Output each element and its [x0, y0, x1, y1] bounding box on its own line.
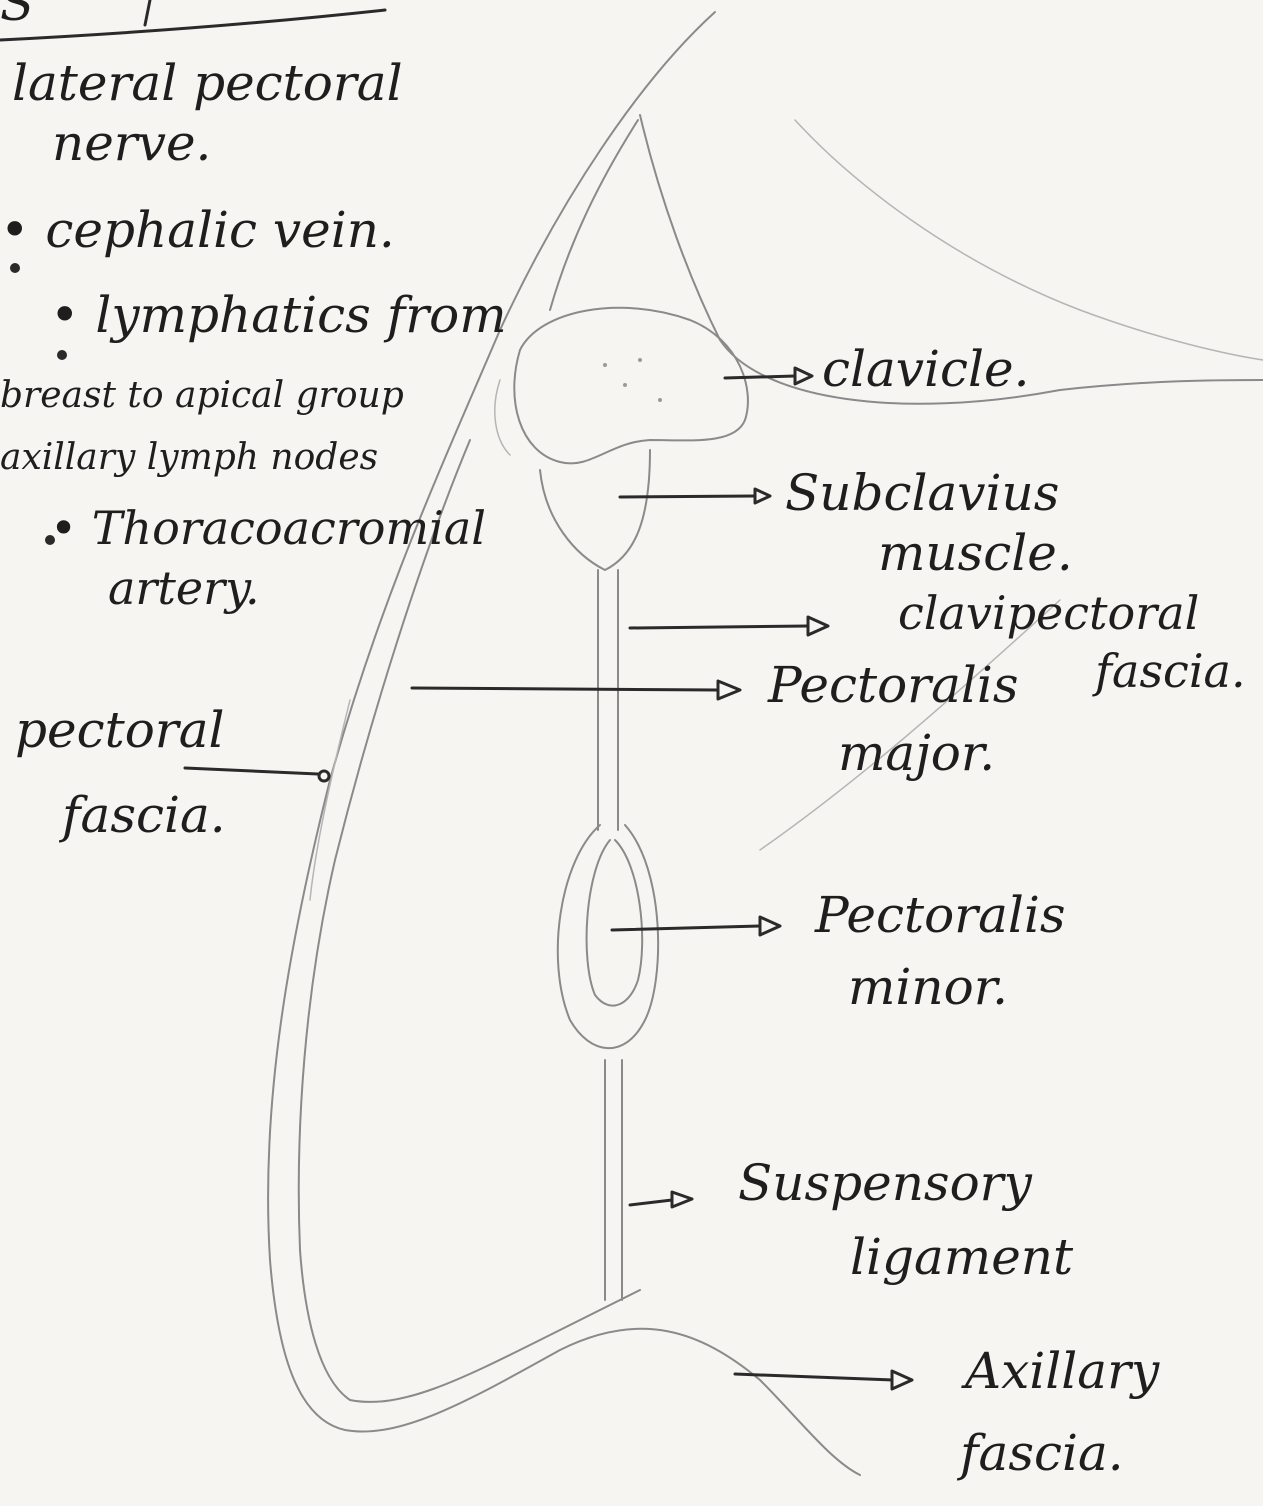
label-suspensory-2: ligament	[850, 1232, 1073, 1282]
label-pec-major-1: Pectoralis	[768, 660, 1019, 710]
note-line-1: lateral pectoral	[12, 58, 403, 108]
pec-minor-inner	[587, 840, 643, 1006]
bone-dot	[603, 363, 607, 367]
arrow-subclavius	[620, 496, 755, 497]
label-clavipectoral-1: clavipectoral	[898, 590, 1199, 636]
bullet	[10, 263, 20, 273]
arrow-pec-major-head	[718, 681, 740, 699]
note-line-8: artery.	[108, 565, 260, 611]
label-pec-fascia-1: pectoral	[15, 705, 225, 755]
arrow-pec-fascia	[185, 768, 318, 774]
arrow-clavicle	[725, 376, 795, 378]
label-suspensory-1: Suspensory	[738, 1158, 1032, 1208]
note-line-6: axillary lymph nodes	[0, 440, 378, 476]
clavicle-shape	[514, 308, 748, 464]
arrow-subclavius-head	[755, 489, 770, 503]
subclavius-shape	[540, 450, 650, 570]
bullet	[57, 350, 67, 360]
clavicle-shade	[495, 380, 510, 455]
arrow-pec-minor-head	[760, 917, 780, 935]
label-subclavius-2: muscle.	[878, 528, 1073, 578]
arrow-clavipectoral-head	[808, 617, 828, 635]
heading-stroke	[145, 0, 150, 25]
ligament-stem	[605, 1060, 622, 1300]
label-clavicle: clavicle.	[822, 344, 1030, 394]
arrow-pec-minor	[612, 926, 760, 930]
bone-dot	[623, 383, 627, 387]
label-subclavius-1: Subclavius	[785, 468, 1059, 518]
note-line-3: • cephalic vein.	[0, 205, 395, 255]
arrow-suspensory	[630, 1200, 672, 1205]
label-pec-fascia-2: fascia.	[62, 790, 226, 840]
bone-dot	[638, 358, 642, 362]
fascia-stem	[598, 570, 618, 830]
label-clavipectoral-2: fascia.	[1095, 648, 1246, 694]
label-pec-minor-1: Pectoralis	[815, 890, 1066, 940]
note-line-5: breast to apical group	[0, 378, 404, 414]
heading-text: S	[0, 0, 34, 28]
note-line-4: • lymphatics from	[50, 290, 507, 340]
arrow-clavicle-head	[795, 368, 812, 384]
label-pec-minor-2: minor.	[848, 962, 1008, 1012]
label-axillary-2: fascia.	[960, 1428, 1124, 1478]
arrow-suspensory-head	[672, 1192, 692, 1207]
label-pec-major-2: major.	[838, 728, 995, 778]
arrow-axillary-head	[892, 1371, 912, 1389]
bone-dot	[658, 398, 662, 402]
arrow-pec-fascia-tip	[319, 771, 329, 781]
heading-underline	[0, 10, 385, 40]
arrow-pec-major	[412, 688, 718, 690]
arrow-clavipectoral	[630, 626, 808, 628]
note-line-7: • Thoracoacromial	[50, 505, 486, 551]
shoulder-line	[795, 120, 1263, 360]
note-line-2: nerve.	[52, 118, 211, 168]
inner-outline	[299, 440, 640, 1402]
label-axillary-1: Axillary	[965, 1346, 1159, 1396]
